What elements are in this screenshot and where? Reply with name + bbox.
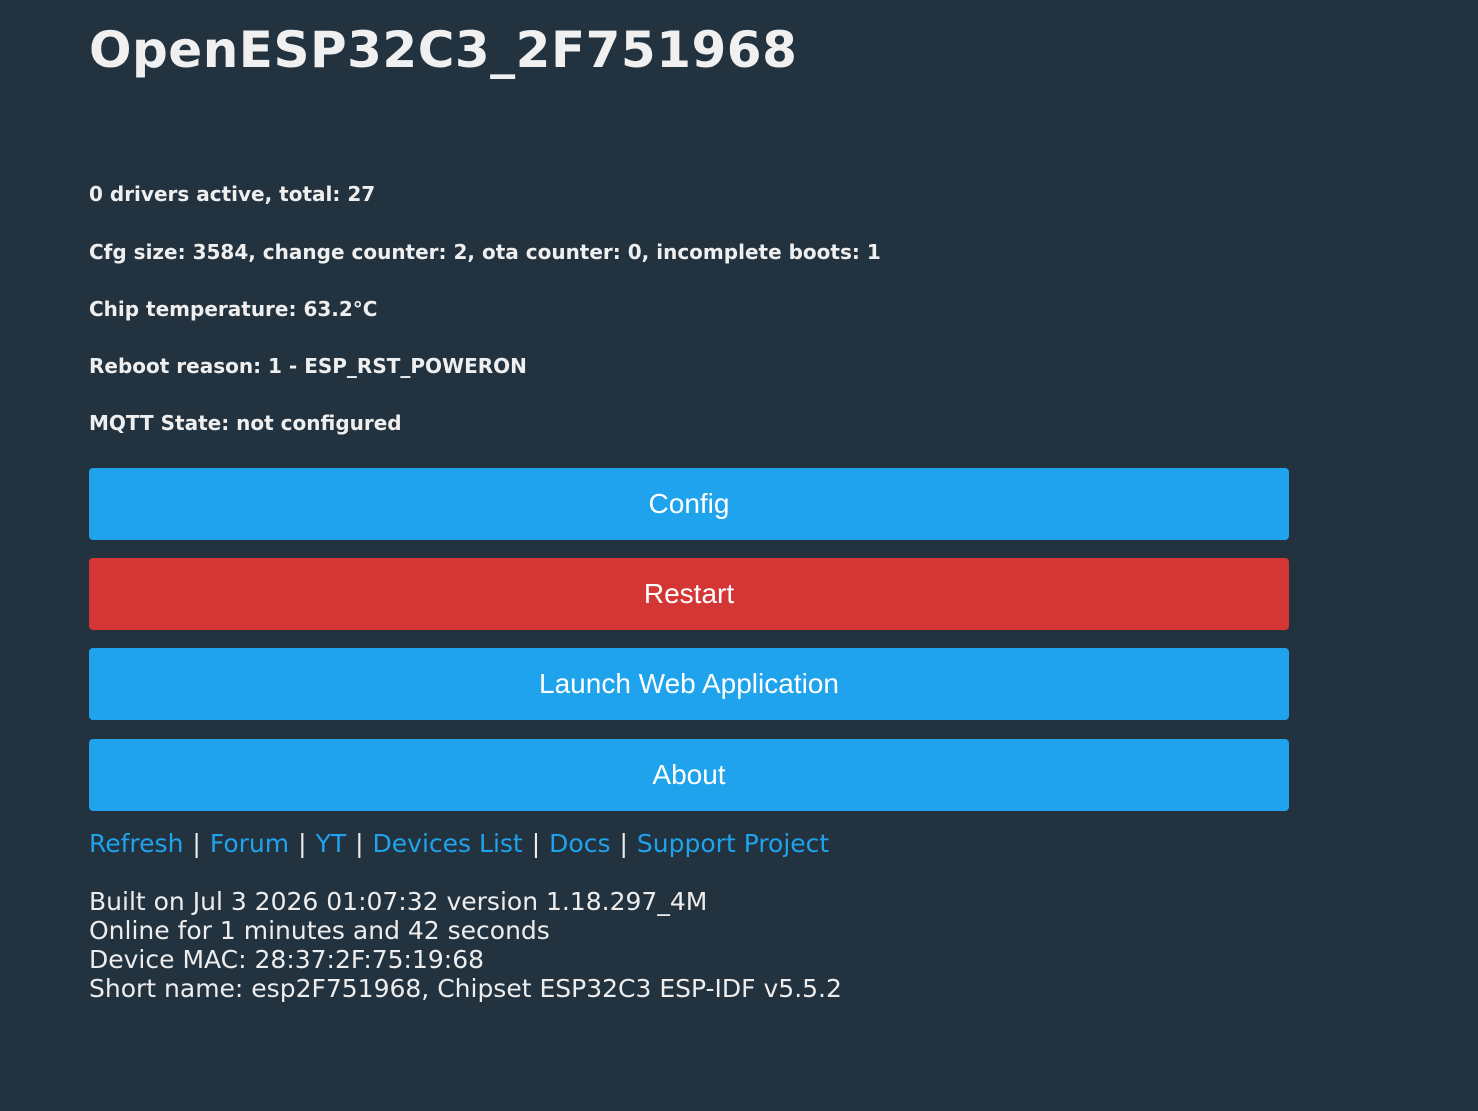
config-button-label: Config [648, 488, 730, 519]
footer-links: Refresh | Forum | YT | Devices List | Docs | Suppo… [89, 829, 829, 859]
uptime-info: Online for 1 minutes and 42 seconds [89, 916, 550, 945]
forum-link[interactable]: Forum [209, 829, 290, 858]
reboot-reason-status: Reboot reason: 1 - ESP_RST_POWERON [89, 354, 527, 378]
temperature-status: Chip temperature: 63.2°C [89, 297, 378, 321]
device-info: Built on Jul 3 2026 01:07:32 version 1.1… [89, 887, 842, 1003]
about-button[interactable]: About [89, 739, 1289, 811]
link-separator: | [192, 829, 201, 858]
mqtt-status: MQTT State: not configured [89, 411, 402, 435]
short-name-info: Short name: esp2F751968, Chipset ESP32C3… [89, 974, 842, 1003]
page-title: OpenESP32C3_2F751968 [89, 21, 798, 79]
link-separator: | [355, 829, 364, 858]
build-info: Built on Jul 3 2026 01:07:32 version 1.1… [89, 887, 708, 916]
drivers-status: 0 drivers active, total: 27 [89, 182, 376, 206]
link-separator: | [619, 829, 628, 858]
link-separator: | [531, 829, 541, 858]
about-button-label: About [652, 759, 726, 790]
restart-button[interactable]: Restart [89, 558, 1289, 630]
docs-link[interactable]: Docs [549, 829, 611, 858]
cfg-status: Cfg size: 3584, change counter: 2, ota c… [89, 240, 881, 264]
launch-web-app-button-label: Launch Web Application [539, 668, 839, 699]
yt-link[interactable]: YT [315, 829, 347, 858]
launch-web-app-button[interactable]: Launch Web Application [89, 648, 1289, 720]
link-separator: | [298, 829, 307, 858]
config-button[interactable]: Config [89, 468, 1289, 540]
mac-info: Device MAC: 28:37:2F:75:19:68 [89, 945, 485, 974]
restart-button-label: Restart [643, 578, 735, 609]
devices-list-link[interactable]: Devices List [372, 829, 523, 858]
support-project-link[interactable]: Support Project [636, 829, 830, 858]
refresh-link[interactable]: Refresh [89, 829, 184, 858]
